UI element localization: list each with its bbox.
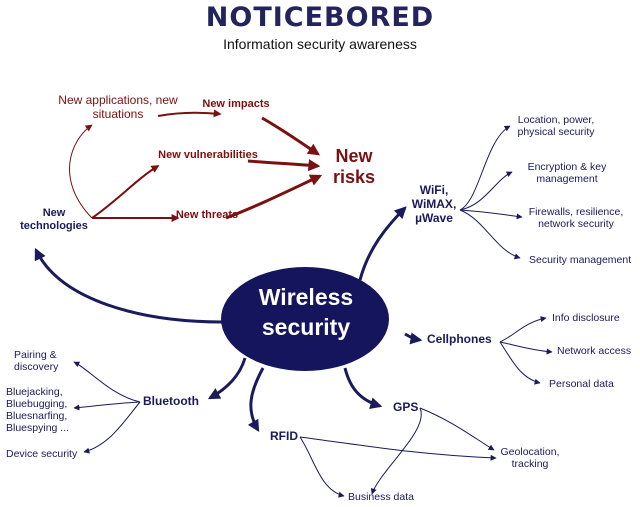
new-applications-node: New applications, new situations xyxy=(58,93,178,121)
edge-center-rfid xyxy=(247,367,265,433)
edge-center-bluetooth xyxy=(207,357,247,400)
wifi-item-3: Firewalls, resilience, network security xyxy=(528,206,624,231)
edge-impacts-risks xyxy=(261,116,320,156)
new-risks-node: New risks xyxy=(332,146,376,187)
new-threats-node: New threats xyxy=(175,209,239,221)
edge-tech-vulnerabilities xyxy=(91,165,160,219)
cellphones-item-1: Info disclosure xyxy=(552,312,620,324)
wifi-item-4: Security management xyxy=(529,254,632,266)
edge-threats-risks xyxy=(225,174,323,220)
tagline: Information security awareness xyxy=(223,36,417,52)
new-technologies-node: New technologies xyxy=(20,207,88,232)
bluetooth-item-1: Pairing & discovery xyxy=(14,349,59,374)
new-tech-branch xyxy=(69,109,323,222)
brand-logo: NOTICEBORED xyxy=(205,2,435,33)
cellphones-node: Cellphones xyxy=(427,332,492,346)
cellphones-item-3: Personal data xyxy=(549,378,614,390)
geolocation-node: Geolocation, tracking xyxy=(500,446,560,471)
main-branches xyxy=(34,206,423,433)
bluetooth-item-3: Device security xyxy=(6,448,78,460)
new-impacts-node: New impacts xyxy=(202,98,270,110)
bluetooth-item-2: Bluejacking, Bluebugging, Bluesnarfing, … xyxy=(6,386,70,435)
edge-vulnerabilities-risks xyxy=(247,159,321,172)
edge-center-gps xyxy=(343,367,383,409)
wifi-item-1: Location, power, physical security xyxy=(517,114,595,139)
business-data-node: Business data xyxy=(348,491,414,503)
edge-center-cellphones xyxy=(404,332,423,345)
new-vulnerabilities-node: New vulnerabilities xyxy=(158,149,258,161)
cellphones-item-2: Network access xyxy=(557,345,632,357)
bluetooth-node: Bluetooth xyxy=(143,394,199,408)
leaf-edges xyxy=(73,125,553,498)
edge-center-newtech xyxy=(34,247,223,324)
center-node-title: Wireless security xyxy=(258,284,354,340)
rfid-node: RFID xyxy=(270,429,298,443)
edge-tech-applications xyxy=(69,124,93,219)
gps-node: GPS xyxy=(393,400,419,414)
wifi-item-2: Encryption & key management xyxy=(527,161,607,186)
edge-center-wifi xyxy=(358,206,407,281)
center-ellipse xyxy=(221,267,389,371)
edge-applications-impacts xyxy=(157,109,222,118)
wifi-node: WiFi, WiMAX, µWave xyxy=(411,183,457,225)
